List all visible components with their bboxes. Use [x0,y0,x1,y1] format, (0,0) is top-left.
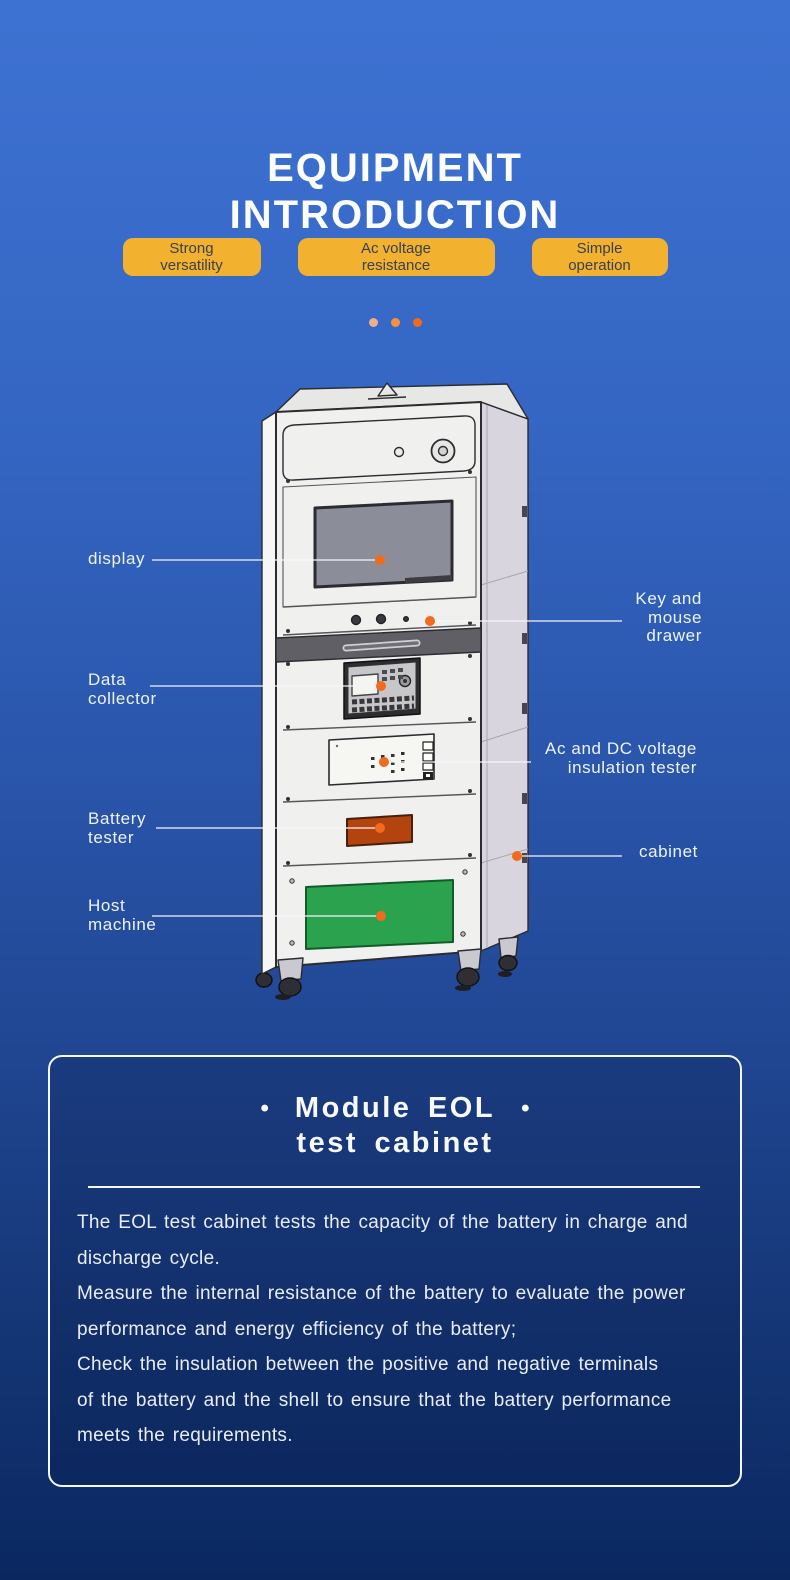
lifting-eye-icon [377,382,398,397]
callout-dot-cabinet [512,851,522,861]
badge-simple-operation: Simple operation [531,238,668,276]
callout-label-data-collector: Data collector [88,670,157,708]
carousel-dot-1[interactable] [368,318,378,327]
callout-label-host-machine: Host machine [88,896,157,934]
caster-rear-right [498,936,519,977]
caster-front-right [455,948,482,991]
top-control-panel [282,415,476,481]
callout-dot-display [375,555,385,565]
carousel-dot-3[interactable] [412,318,422,327]
info-box-title: • Module EOL • test cabinet [50,1091,740,1161]
caster-front-left [275,957,304,1000]
carousel-dot-2[interactable] [390,318,400,327]
page-title-line1: EQUIPMENT [267,145,523,190]
caster-wheel-rear-left [255,972,273,988]
badge-text: operation [568,257,631,274]
callout-label-display: display [88,549,146,568]
badge-text: versatility [160,257,223,274]
description-line: The EOL test cabinet tests the capacity … [77,1212,688,1233]
info-box-title-line1: Module EOL [294,1092,496,1124]
callout-label-insulation-tester: Ac and DC voltage insulation tester [545,739,697,777]
description-line: of the battery and the shell to ensure t… [77,1389,672,1411]
callout-dot-key-mouse [425,616,435,626]
page-title: EQUIPMENT INTRODUCTION [0,145,790,239]
callout-dots [375,555,522,921]
callout-dot-battery [375,823,385,833]
description-line: meets the requirements. [77,1425,293,1446]
description-line: Measure the internal resistance of the b… [77,1283,686,1304]
callout-label-cabinet: cabinet [638,842,698,861]
cabinet-left-edge [261,411,277,975]
callout-dot-insulation [379,757,389,767]
callout-dot-host [376,911,386,921]
page-title-line2: INTRODUCTION [229,192,561,237]
badge-text: Ac voltage [360,239,432,257]
description-line: Check the insulation between the positiv… [77,1354,659,1375]
feature-badge-row: Strong versatility Ac voltage resistance… [0,238,790,276]
cabinet-side-face [480,401,529,952]
indicator-light [393,446,405,458]
info-box-divider [88,1186,700,1188]
badge-text: Simple [576,239,623,257]
callout-lines [150,559,622,917]
module-eol-info-box: • Module EOL • test cabinet The EOL test… [48,1055,742,1487]
title-bullet-left: • [260,1095,269,1122]
info-box-title-line2: test cabinet [296,1127,494,1159]
badge-text: Strong [169,239,214,257]
carousel-dots [0,318,790,327]
host-frame-screws [289,869,468,946]
drawer-knobs [350,613,410,626]
title-bullet-right: • [521,1095,530,1122]
info-box-description: The EOL test cabinet tests the capacity … [77,1205,701,1454]
cabinet-illustration [150,382,622,1000]
callout-label-battery-tester: Battery tester [88,809,147,847]
description-line: discharge cycle. [77,1247,221,1269]
callout-label-key-mouse-drawer: Key and mouse drawer [635,589,702,645]
display-screen [313,499,454,589]
badge-strong-versatility: Strong versatility [122,238,261,276]
badge-text: resistance [361,257,431,274]
description-line: performance and energy efficiency of the… [77,1318,517,1340]
side-panel-latches [522,506,527,863]
lifting-eye-base [367,396,407,400]
badge-ac-voltage-resistance: Ac voltage resistance [297,238,495,276]
callout-dot-data-collector [376,681,386,691]
